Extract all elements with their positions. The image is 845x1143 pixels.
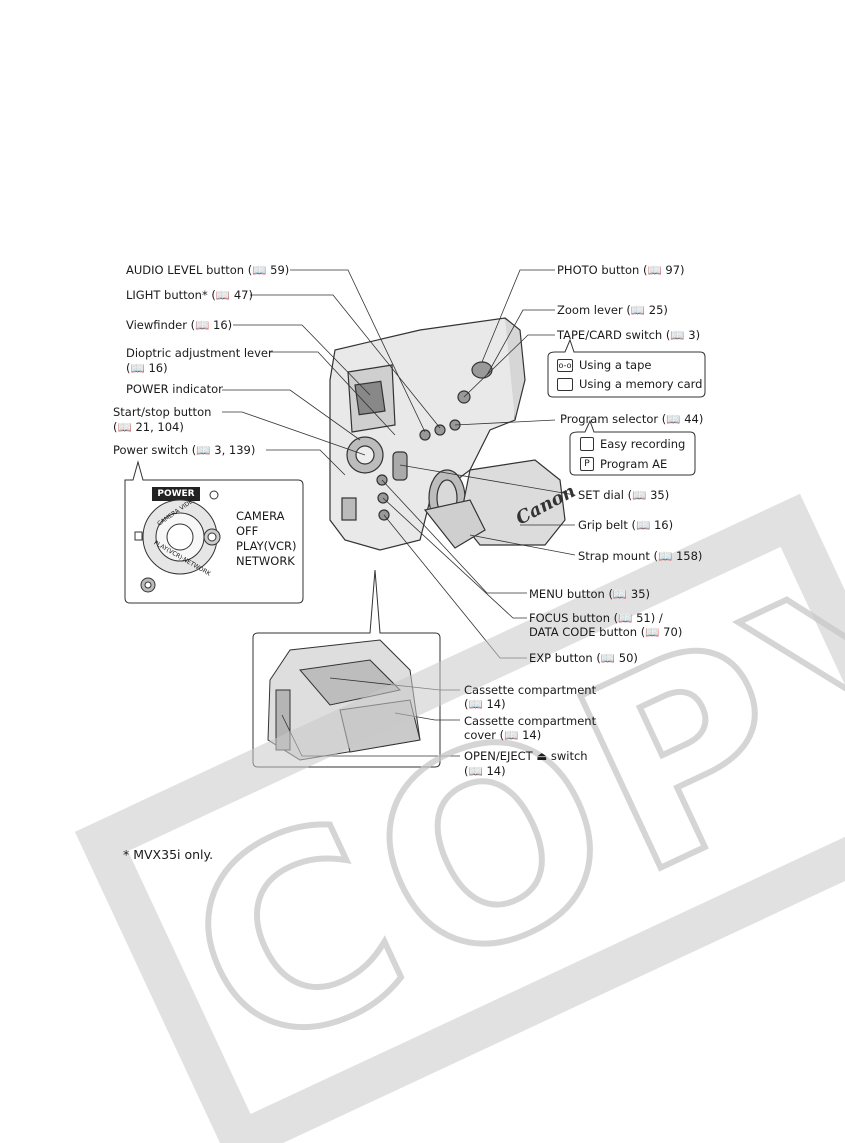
card-row: Using a memory card	[557, 377, 702, 391]
eject-page-label: (📖 14)	[464, 764, 506, 778]
grip-belt-label: Grip belt (📖 16)	[578, 518, 674, 532]
green-square-icon	[580, 437, 594, 451]
program-selector-callout	[569, 419, 696, 476]
ae-row: P Program AE	[580, 457, 667, 471]
card-row-label: Using a memory card	[579, 377, 703, 391]
easy-row: Easy recording	[580, 437, 685, 451]
photo-label: PHOTO button (📖 97)	[557, 263, 685, 277]
ae-row-label: Program AE	[600, 457, 668, 471]
start-stop-page-label: (📖 21, 104)	[113, 420, 184, 434]
dioptric-label: Dioptric adjustment lever	[126, 346, 273, 360]
data-code-label: DATA CODE button (📖 70)	[529, 625, 683, 639]
mode-camera: CAMERA	[236, 509, 285, 523]
exp-label: EXP button (📖 50)	[529, 651, 638, 665]
eject-label: OPEN/EJECT ⏏ switch	[464, 749, 588, 763]
easy-row-label: Easy recording	[600, 437, 686, 451]
audio-level-label: AUDIO LEVEL button (📖 59)	[126, 263, 290, 277]
cassette-label: Cassette compartment	[464, 683, 597, 697]
light-label: LIGHT button* (📖 47)	[126, 288, 253, 302]
program-selector-label: Program selector (📖 44)	[560, 412, 704, 426]
viewfinder-label: Viewfinder (📖 16)	[126, 318, 233, 332]
cassette-page-label: (📖 14)	[464, 697, 506, 711]
cover-page-label: cover (📖 14)	[464, 728, 542, 742]
dioptric-page-label: (📖 16)	[126, 361, 168, 375]
tape-row: o-o Using a tape	[557, 358, 651, 372]
mode-play-vcr: PLAY(VCR)	[236, 539, 297, 553]
zoom-label: Zoom lever (📖 25)	[557, 303, 668, 317]
memory-card-icon	[557, 377, 573, 391]
tape-card-callout	[547, 338, 706, 398]
tape-row-label: Using a tape	[579, 358, 652, 372]
set-dial-label: SET dial (📖 35)	[578, 488, 670, 502]
program-ae-icon: P	[580, 457, 594, 471]
mode-network: NETWORK	[236, 554, 295, 568]
mode-off: OFF	[236, 524, 259, 538]
cassette-icon: o-o	[557, 358, 573, 372]
power-badge: POWER	[157, 489, 195, 499]
strap-mount-label: Strap mount (📖 158)	[578, 549, 703, 563]
menu-label: MENU button (📖 35)	[529, 587, 651, 601]
power-switch-label: Power switch (📖 3, 139)	[113, 443, 256, 457]
power-indicator-label: POWER indicator	[126, 382, 223, 396]
power-switch-inset	[124, 460, 304, 604]
tape-card-label: TAPE/CARD switch (📖 3)	[557, 328, 701, 342]
start-stop-label: Start/stop button	[113, 405, 212, 419]
footnote: * MVX35i only.	[123, 847, 214, 862]
focus-label: FOCUS button (📖 51) /	[529, 611, 663, 625]
cover-label: Cassette compartment	[464, 714, 597, 728]
